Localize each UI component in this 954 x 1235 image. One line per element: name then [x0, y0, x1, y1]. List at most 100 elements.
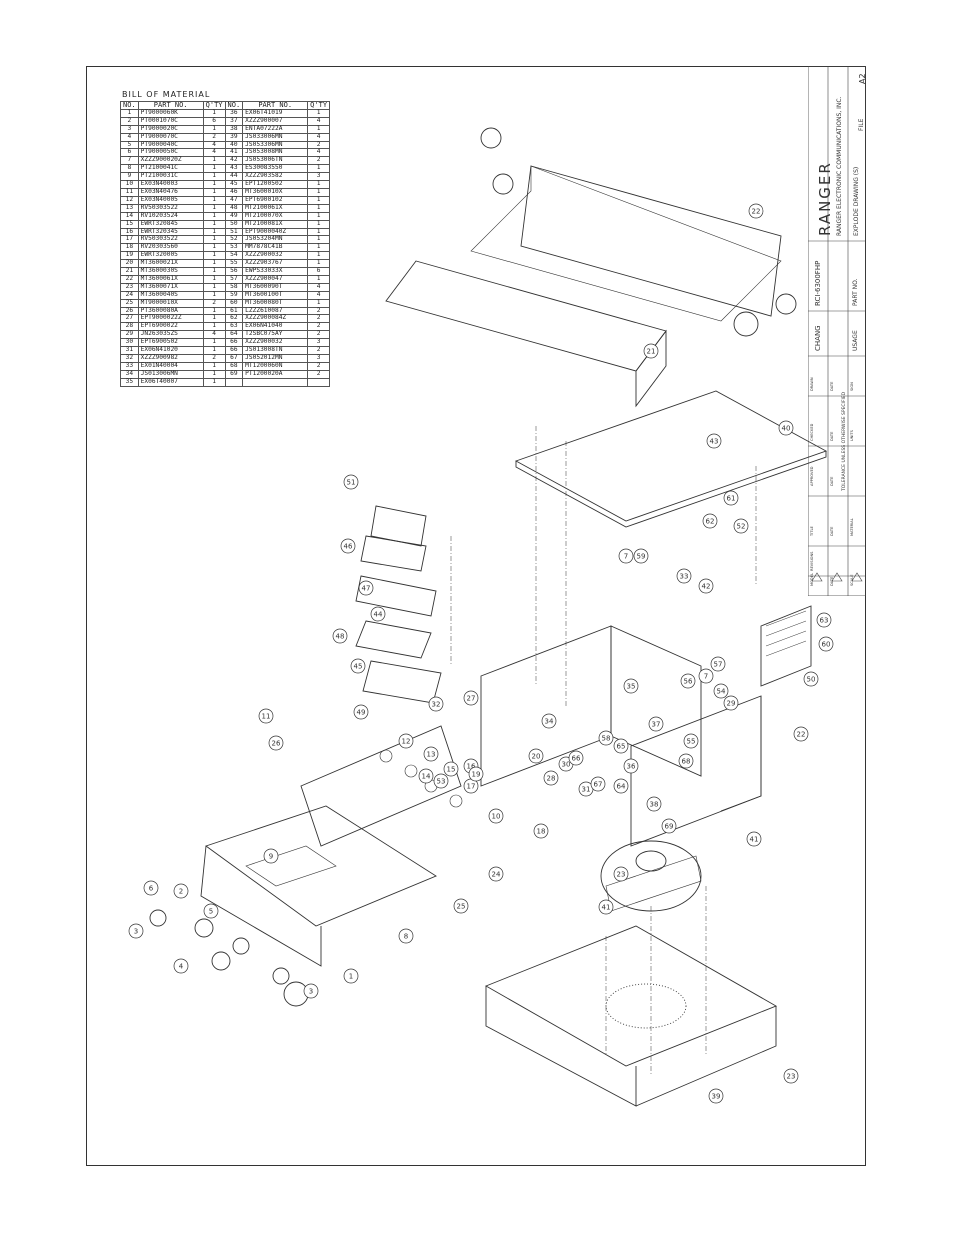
callout-number: 31	[582, 786, 591, 794]
callout-number: 43	[710, 438, 719, 446]
callout-bubble	[643, 343, 659, 359]
callout-number: 46	[344, 543, 353, 551]
callout-bubble	[423, 746, 439, 762]
callout-number: 60	[822, 641, 831, 649]
callout-bubble	[723, 490, 739, 506]
line-art	[149, 127, 828, 1107]
callout-number: 7	[704, 673, 708, 681]
callout-bubble	[683, 733, 699, 749]
callout-bubble	[568, 750, 584, 766]
callout-number: 68	[682, 758, 691, 766]
callout-number: 63	[820, 617, 829, 625]
callout-number: 9	[269, 853, 273, 861]
callout-bubble	[203, 903, 219, 919]
callout-bubble	[398, 733, 414, 749]
callout-bubble	[488, 866, 504, 882]
callout-number: 48	[336, 633, 345, 641]
callout-number: 29	[727, 700, 736, 708]
callout-number: 8	[404, 933, 408, 941]
callout-bubble	[818, 636, 834, 652]
callout-bubble	[598, 730, 614, 746]
callout-number: 38	[650, 801, 659, 809]
callout-number: 12	[402, 738, 411, 746]
callout-bubble	[702, 513, 718, 529]
callout-number: 33	[680, 573, 689, 581]
callout-number: 40	[782, 425, 791, 433]
callout-bubble	[710, 656, 726, 672]
callout-number: 35	[627, 683, 636, 691]
callout-number: 52	[737, 523, 746, 531]
callout-bubble	[723, 695, 739, 711]
callout-number: 2	[179, 888, 183, 896]
callout-bubble	[748, 203, 764, 219]
callout-number: 47	[362, 585, 371, 593]
callout-number: 62	[706, 518, 715, 526]
callout-bubble	[676, 568, 692, 584]
callout-bubble	[618, 548, 634, 564]
callout-number: 3	[309, 988, 313, 996]
callout-bubble	[343, 968, 359, 984]
callout-bubble	[646, 796, 662, 812]
callout-number: 37	[652, 721, 661, 729]
callout-number: 20	[532, 753, 541, 761]
callout-bubble	[590, 776, 606, 792]
callout-number: 32	[432, 701, 441, 709]
callout-bubble	[143, 880, 159, 896]
callout-bubble	[528, 748, 544, 764]
callout-number: 39	[712, 1093, 721, 1101]
callout-number: 55	[687, 738, 696, 746]
callout-number: 58	[602, 735, 611, 743]
callout-bubble	[358, 580, 374, 596]
callout-bubble	[613, 866, 629, 882]
callout-number: 10	[492, 813, 501, 821]
callout-number: 56	[684, 678, 693, 686]
callout-bubble	[793, 726, 809, 742]
callout-bubble	[613, 738, 629, 754]
callout-bubble	[353, 704, 369, 720]
callout-bubble	[733, 518, 749, 534]
callout-bubble	[713, 683, 729, 699]
callout-bubble	[698, 668, 714, 684]
callout-number: 57	[714, 661, 723, 669]
callout-bubble	[543, 770, 559, 786]
callout-number: 42	[702, 583, 711, 591]
callout-bubble	[350, 658, 366, 674]
callout-number: 22	[752, 208, 761, 216]
callout-number: 28	[547, 775, 556, 783]
callout-bubble	[488, 808, 504, 824]
callout-number: 15	[447, 766, 456, 774]
callout-bubble	[708, 1088, 724, 1104]
callout-number: 14	[422, 773, 431, 781]
callout-number: 61	[727, 495, 736, 503]
callout-number: 23	[787, 1073, 796, 1081]
callout-number: 25	[457, 903, 466, 911]
bom-title: BILL OF MATERIAL	[122, 90, 211, 99]
callout-bubble	[343, 474, 359, 490]
callout-number: 21	[647, 348, 656, 356]
callout-bubble	[816, 612, 832, 628]
callout-number: 26	[272, 740, 281, 748]
callout-number: 41	[750, 836, 759, 844]
callout-number: 18	[537, 828, 546, 836]
callout-number: 17	[467, 783, 476, 791]
callout-bubble	[128, 923, 144, 939]
callout-number: 27	[467, 695, 476, 703]
callout-number: 16	[467, 763, 476, 771]
callout-bubble	[433, 773, 449, 789]
callout-bubble	[698, 578, 714, 594]
callout-bubble	[443, 761, 459, 777]
callout-number: 7	[624, 553, 628, 561]
callout-bubble	[746, 831, 762, 847]
callout-number: 54	[717, 688, 726, 696]
callout-number: 13	[427, 751, 436, 759]
callout-number: 44	[374, 611, 383, 619]
